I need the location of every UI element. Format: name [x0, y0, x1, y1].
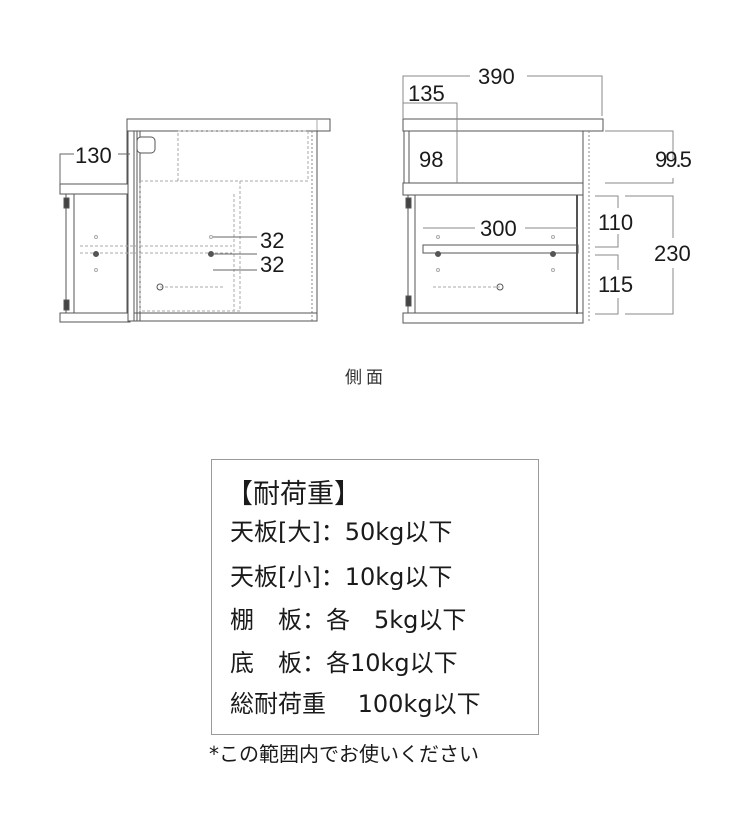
dim-390: 390 — [478, 64, 515, 89]
dim-32-lower: 32 — [260, 252, 284, 277]
load-row-shelf: 棚 板：各 5kg以下 — [230, 606, 467, 634]
dim-230: 230 — [654, 241, 691, 266]
left-side-view — [59, 118, 331, 323]
load-capacity-title: 【耐荷重】 — [226, 479, 361, 510]
dim-98: 98 — [419, 147, 443, 172]
usage-note: *この範囲内でお使いください — [209, 742, 479, 766]
load-row-bottom: 底 板：各10kg以下 — [230, 649, 458, 677]
dim-300: 300 — [480, 216, 517, 241]
dim-110: 110 — [598, 210, 633, 235]
load-row-total: 総耐荷重 100kg以下 — [230, 690, 481, 718]
load-capacity-box: 【耐荷重】 天板[大]：50kg以下 天板[小]：10kg以下 棚 板：各 5k… — [211, 459, 539, 735]
right-side-view — [402, 75, 674, 324]
load-row-large-top: 天板[大]：50kg以下 — [230, 518, 453, 546]
dim-115: 115 — [598, 272, 633, 297]
view-caption: 側面 — [345, 368, 387, 388]
side-view-drawing: 130 32 32 — [59, 64, 694, 324]
dim-99-5: 99.5 — [655, 147, 692, 172]
load-row-small-top: 天板[小]：10kg以下 — [230, 563, 453, 591]
dim-32-upper: 32 — [260, 228, 284, 253]
dim-130: 130 — [75, 143, 112, 168]
dim-135: 135 — [408, 81, 445, 106]
